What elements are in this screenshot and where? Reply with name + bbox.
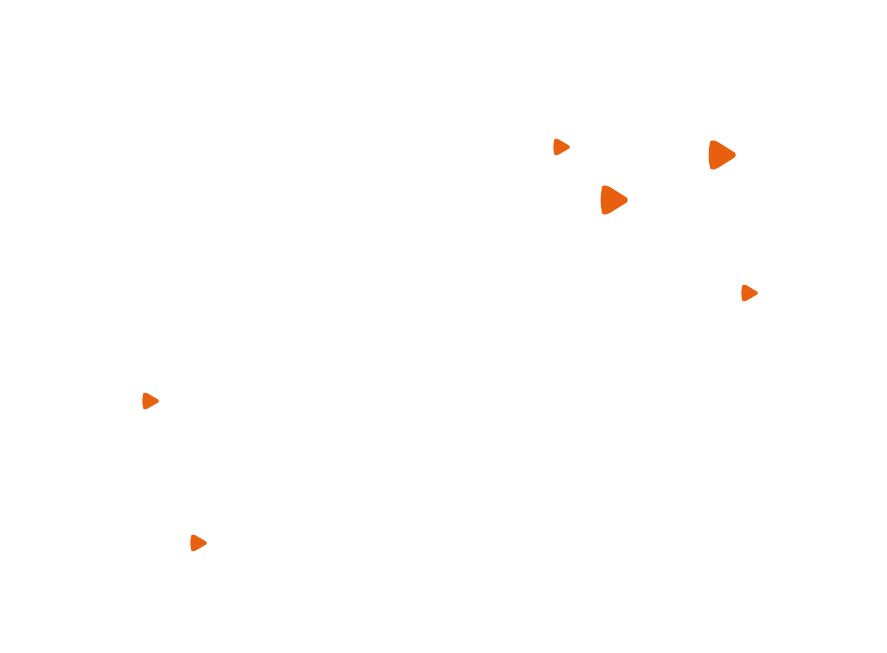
location-marker-icon[interactable] — [600, 185, 628, 215]
marker-shape — [190, 534, 207, 552]
marker-shape — [553, 138, 570, 156]
location-marker-icon[interactable] — [190, 534, 207, 552]
marker-shape — [708, 140, 736, 170]
location-marker-icon[interactable] — [708, 140, 736, 170]
location-marker-icon[interactable] — [741, 284, 758, 302]
marker-shape — [142, 392, 159, 410]
marker-shape — [600, 185, 628, 215]
location-marker-icon[interactable] — [553, 138, 570, 156]
location-marker-icon[interactable] — [142, 392, 159, 410]
marker-shape — [741, 284, 758, 302]
